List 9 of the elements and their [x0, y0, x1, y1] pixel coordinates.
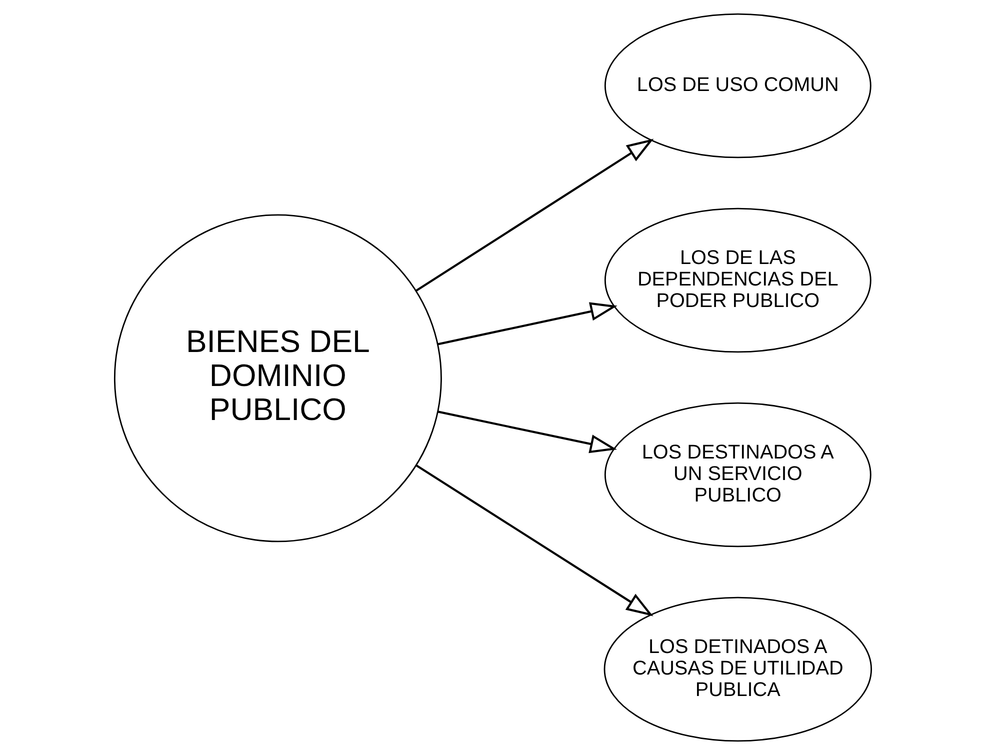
arrow — [437, 410, 616, 454]
arrow — [437, 302, 617, 346]
arrow — [415, 464, 653, 616]
node-ellipse: LOS DESTINADOS A UN SERVICIO PUBLICO — [604, 402, 871, 548]
node-circle: BIENES DEL DOMINIO PUBLICO — [113, 214, 442, 542]
arrow — [414, 138, 654, 292]
node-ellipse: LOS DE LAS DEPENDENCIAS DEL PODER PUBLICO — [604, 208, 871, 353]
node-ellipse: LOS DE USO COMUN — [604, 13, 871, 158]
node-ellipse: LOS DETINADOS A CAUSAS DE UTILIDAD PUBLICA — [603, 596, 872, 742]
